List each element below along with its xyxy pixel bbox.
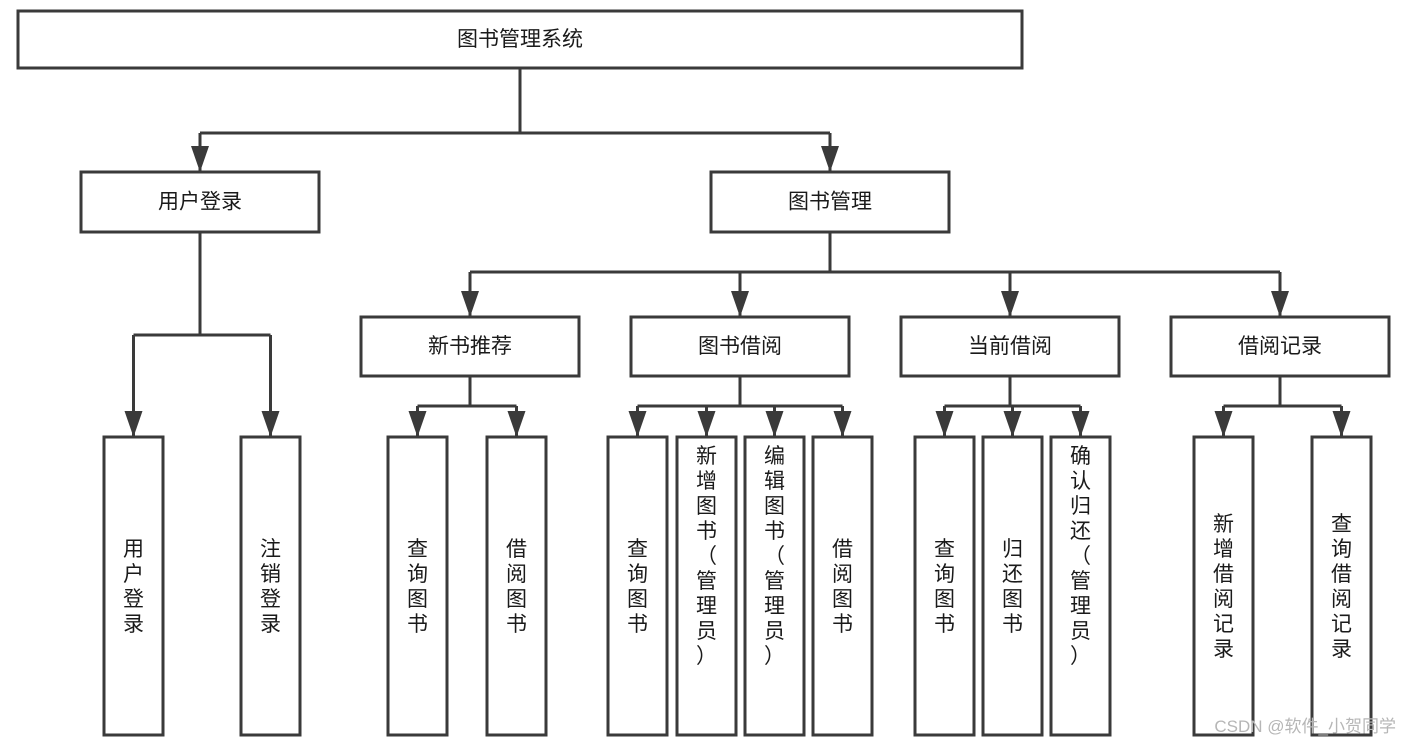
node-label-leaf-return-book: 归还图书 [1002,538,1023,636]
node-layer: 图书管理系统用户登录图书管理新书推荐图书借阅当前借阅借阅记录用户登录注销登录查询… [16,9,1391,737]
arrow-head-icon [821,146,839,172]
node-box-current-borrow [899,315,1121,378]
node-leaf-borrow-book-recommend[interactable]: 借阅图书 [485,435,548,737]
node-leaf-query-book-recommend[interactable]: 查询图书 [386,435,449,737]
node-label-leaf-borrow-book: 借阅图书 [832,538,853,636]
node-label-borrow-record: 借阅记录 [1238,335,1322,358]
arrow-head-icon [833,411,852,437]
arrow-head-icon [697,411,716,437]
node-label-current-borrow: 当前借阅 [968,335,1052,358]
node-borrow-record[interactable]: 借阅记录 [1169,315,1391,378]
node-label-user-login: 用户登录 [158,191,242,214]
arrow-head-icon [1001,291,1019,317]
arrow-head-icon [191,146,209,172]
connector-layer [124,68,1351,437]
node-leaf-query-book-borrow[interactable]: 查询图书 [606,435,669,737]
node-box-leaf-query-book-recommend [386,435,449,737]
node-box-borrow-record [1169,315,1391,378]
node-box-leaf-add-borrow-record [1192,435,1255,737]
node-label-leaf-logout-login: 注销登录 [260,538,281,636]
node-label-book-management: 图书管理 [788,191,872,214]
node-label-leaf-edit-book-admin: 编辑图书（管理员） [764,445,785,668]
node-box-root [16,9,1024,70]
node-leaf-logout-login[interactable]: 注销登录 [239,435,302,737]
node-label-leaf-query-book-current: 查询图书 [934,538,955,636]
node-leaf-edit-book-admin[interactable]: 编辑图书（管理员） [743,435,806,737]
node-box-leaf-borrow-book [811,435,874,737]
node-box-leaf-logout-login [239,435,302,737]
node-current-borrow[interactable]: 当前借阅 [899,315,1121,378]
node-box-leaf-query-book-borrow [606,435,669,737]
node-book-management[interactable]: 图书管理 [709,170,951,234]
csdn-watermark: CSDN @软件_小贺同学 [1214,717,1396,736]
node-root[interactable]: 图书管理系统 [16,9,1024,70]
arrow-head-icon [628,411,647,437]
node-box-leaf-add-book-admin [675,435,738,737]
node-leaf-confirm-return-admin[interactable]: 确认归还（管理员） [1049,435,1112,737]
node-label-leaf-query-book-recommend: 查询图书 [407,538,428,636]
arrow-head-icon [461,291,479,317]
arrow-head-icon [765,411,784,437]
arrow-head-icon [261,411,280,437]
arrow-head-icon [1003,411,1022,437]
node-leaf-query-borrow-record[interactable]: 查询借阅记录 [1310,435,1373,737]
arrow-head-icon [1271,291,1289,317]
node-label-leaf-add-book-admin: 新增图书（管理员） [696,445,717,668]
node-box-leaf-confirm-return-admin [1049,435,1112,737]
node-box-leaf-query-book-current [913,435,976,737]
node-box-book-borrow [629,315,851,378]
node-label-leaf-user-login: 用户登录 [123,538,144,636]
arrow-head-icon [1332,411,1351,437]
node-box-leaf-edit-book-admin [743,435,806,737]
node-label-leaf-confirm-return-admin: 确认归还（管理员） [1070,445,1091,668]
node-label-leaf-borrow-book-recommend: 借阅图书 [506,538,527,636]
node-label-book-borrow: 图书借阅 [698,335,782,358]
node-box-leaf-return-book [981,435,1044,737]
node-leaf-add-book-admin[interactable]: 新增图书（管理员） [675,435,738,737]
node-box-leaf-borrow-book-recommend [485,435,548,737]
node-label-root: 图书管理系统 [457,28,583,51]
node-box-new-book-recommend [359,315,581,378]
arrow-head-icon [408,411,427,437]
node-leaf-add-borrow-record[interactable]: 新增借阅记录 [1192,435,1255,737]
arrow-head-icon [731,291,749,317]
node-leaf-query-book-current[interactable]: 查询图书 [913,435,976,737]
node-leaf-return-book[interactable]: 归还图书 [981,435,1044,737]
node-new-book-recommend[interactable]: 新书推荐 [359,315,581,378]
node-book-borrow[interactable]: 图书借阅 [629,315,851,378]
arrow-head-icon [1214,411,1233,437]
node-leaf-user-login[interactable]: 用户登录 [102,435,165,737]
node-label-new-book-recommend: 新书推荐 [428,335,512,358]
node-label-leaf-query-borrow-record: 查询借阅记录 [1331,513,1352,661]
arrow-head-icon [1071,411,1090,437]
node-label-leaf-query-book-borrow: 查询图书 [627,538,648,636]
node-leaf-borrow-book[interactable]: 借阅图书 [811,435,874,737]
node-user-login[interactable]: 用户登录 [79,170,321,234]
arrow-head-icon [507,411,526,437]
node-box-book-management [709,170,951,234]
arrow-head-icon [935,411,954,437]
node-box-leaf-query-borrow-record [1310,435,1373,737]
node-box-user-login [79,170,321,234]
node-box-leaf-user-login [102,435,165,737]
arrow-head-icon [124,411,143,437]
node-label-leaf-add-borrow-record: 新增借阅记录 [1213,513,1234,661]
